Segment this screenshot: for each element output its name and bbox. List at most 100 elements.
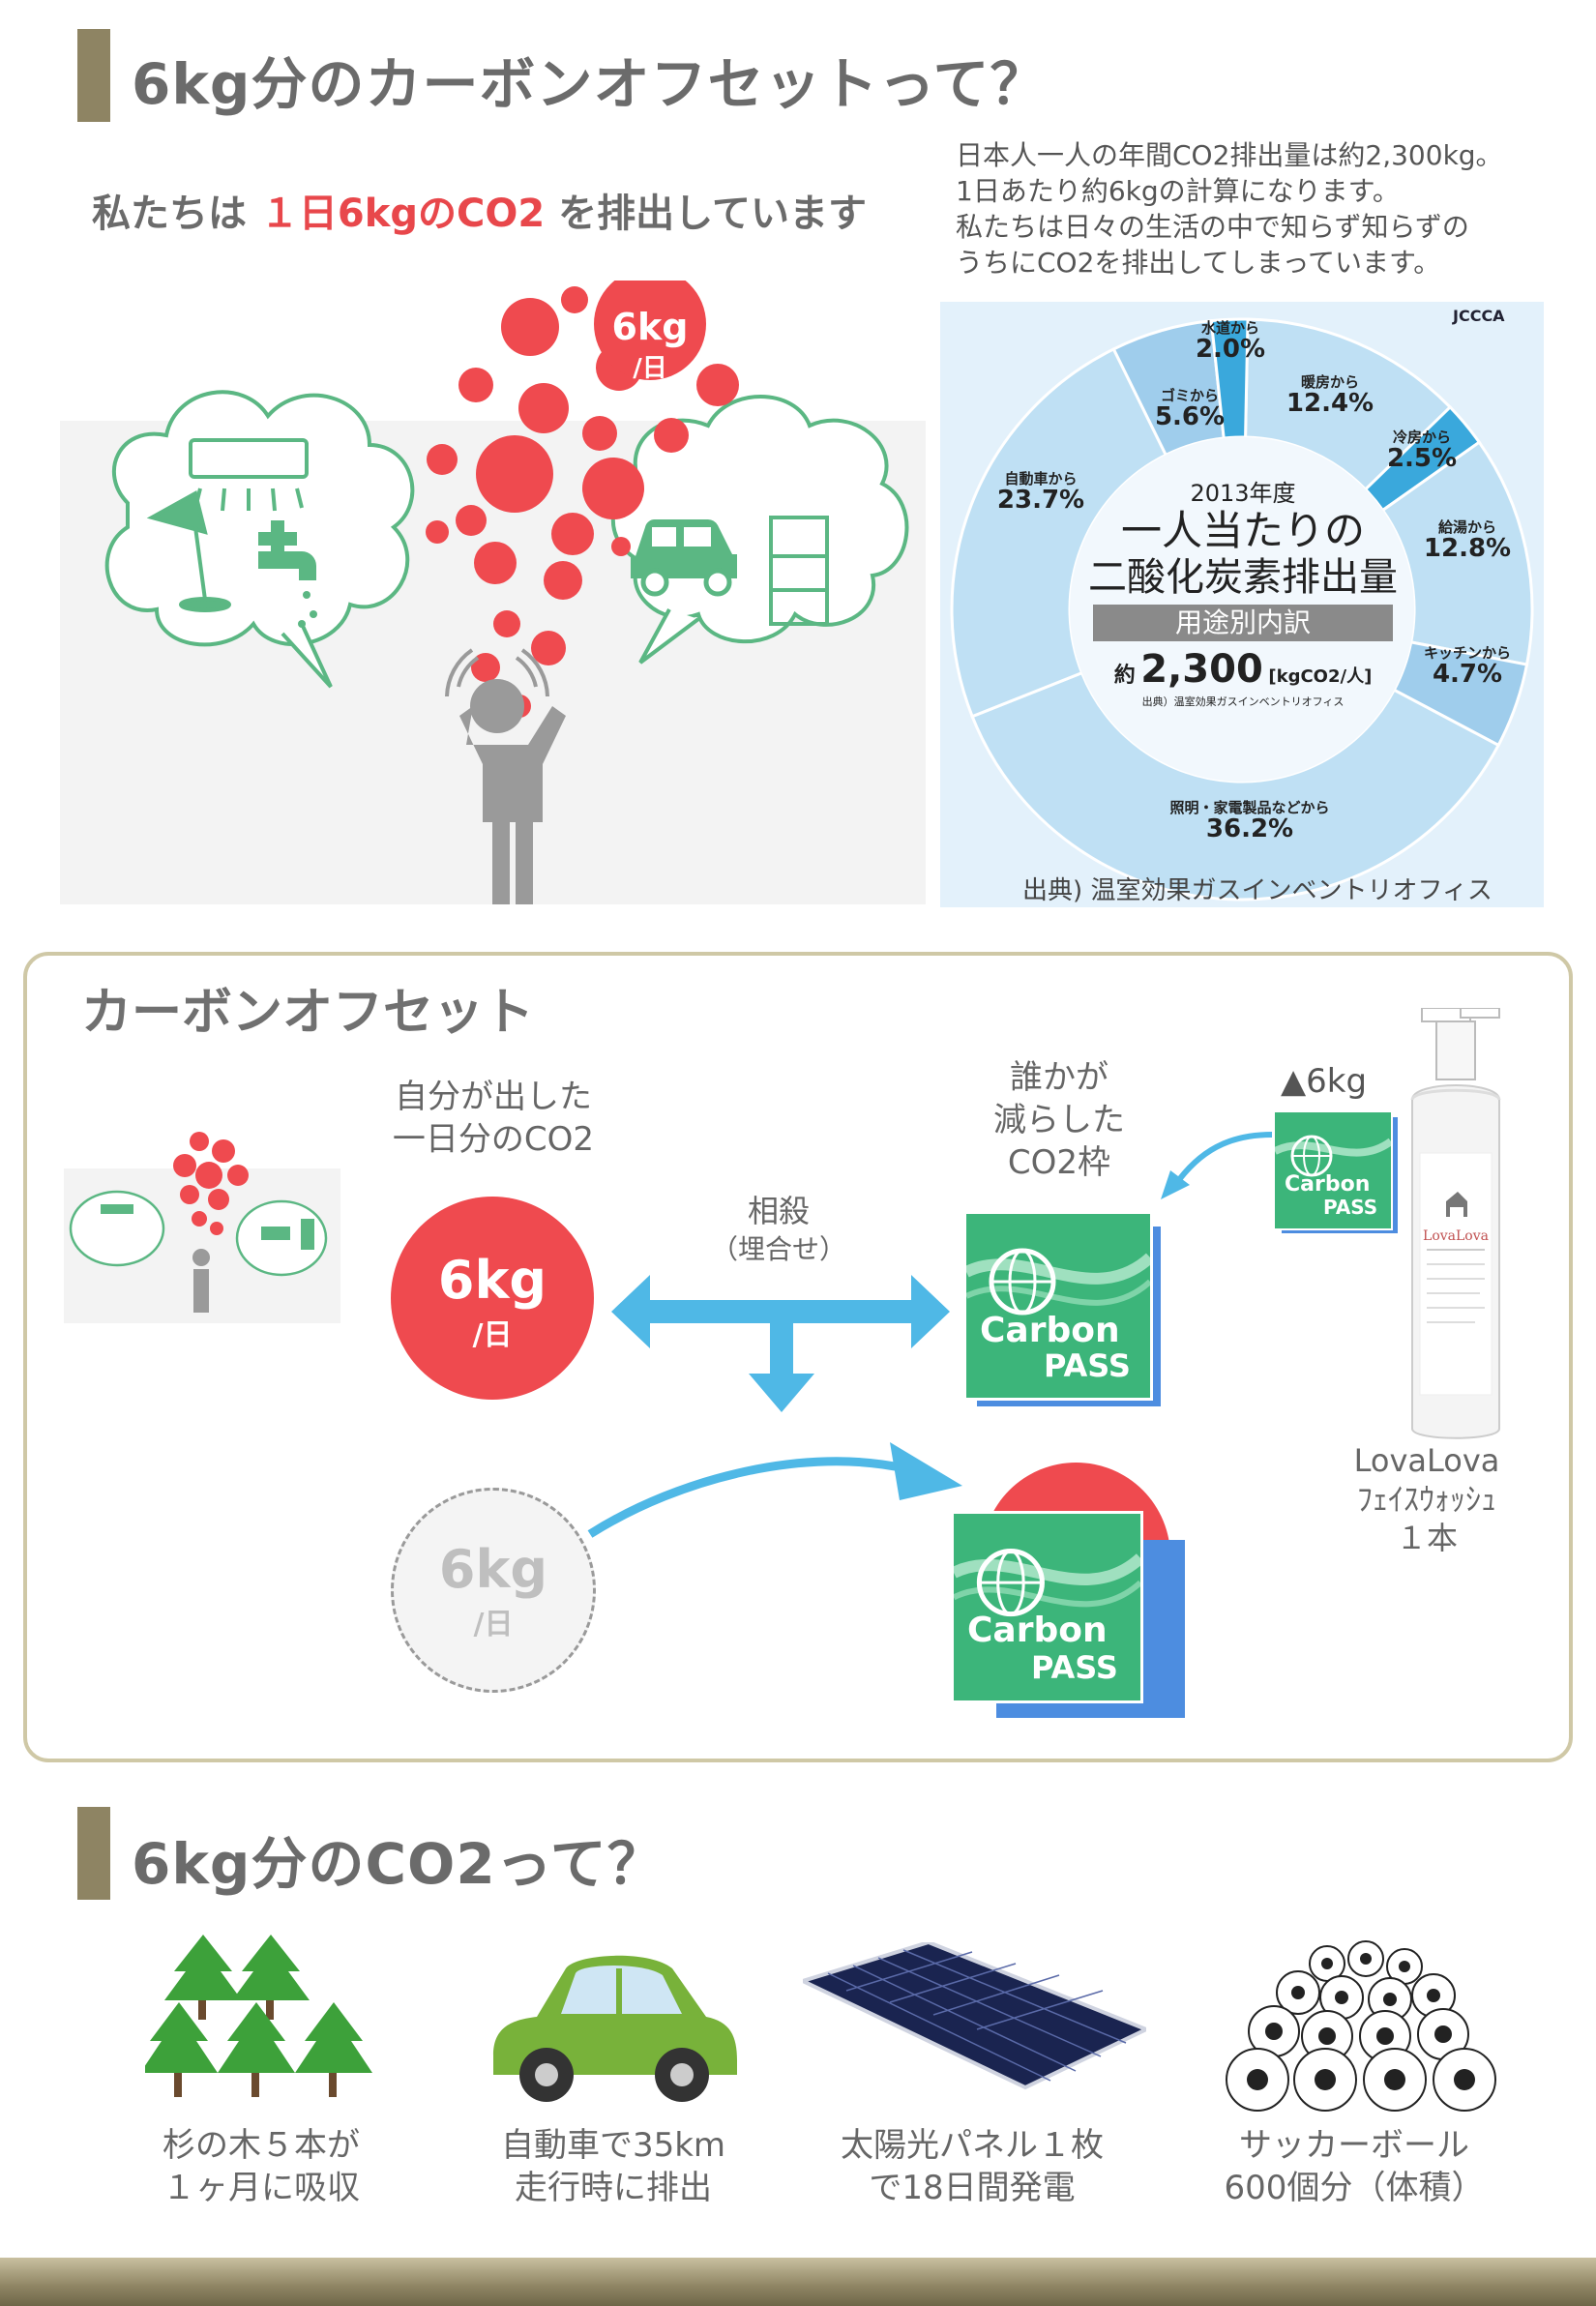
bubble-unit: /日 [633, 354, 667, 383]
other-caption-line: 減らした [993, 1101, 1125, 1139]
pie-label-value: 36.2% [1205, 813, 1294, 843]
refrigerator-icon [769, 516, 829, 626]
pie-total: 約 2,300 [kgCO2/人] [1064, 647, 1422, 692]
intro-line: 私たちは日々の生活の中で知らず知らずの [956, 211, 1469, 243]
cp-large-line2: PASS [1044, 1347, 1131, 1384]
pie-label-value: 2.0% [1195, 334, 1266, 364]
pie-label-name: 給湯から [1437, 518, 1496, 536]
section1-subhead: 私たちは １日6kgのCO2 を排出しています [92, 182, 867, 238]
intro-line: うちにCO2を排出してしまっています。 [956, 247, 1441, 279]
pie-label-kitchen: キッチンから 4.7% [1404, 645, 1530, 689]
thought-cloud-left [104, 390, 415, 689]
pie-label-water: 水道から 2.0% [1182, 319, 1279, 364]
item-caption-line: 自動車で35km [500, 2126, 726, 2165]
intro-line: 日本人一人の年間CO2排出量は約2,300kg。 [956, 139, 1503, 171]
pie-label-lighting: 照明・家電製品などから 36.2% [1143, 800, 1356, 843]
pie-center: 2013年度 一人当たりの 二酸化炭素排出量 用途別内訳 約 2,300 [kg… [1064, 474, 1422, 709]
pie-label-cooling: 冷房から 2.5% [1374, 429, 1470, 473]
offset-arrow [611, 1275, 950, 1412]
pie-band: 用途別内訳 [1093, 605, 1393, 641]
pie-label-value: 5.6% [1154, 401, 1226, 431]
person-icon [459, 679, 566, 904]
intro-line: 1日あたり約6kgの計算になります。 [956, 175, 1400, 207]
item-caption-line: １ヶ月に吸収 [163, 2169, 360, 2207]
pie-logo: JCCCA [1453, 307, 1505, 325]
subhead-post: を排出しています [558, 192, 867, 236]
bottle-label: LovaLova [1423, 1228, 1489, 1244]
own-caption-line: 自分が出した [395, 1078, 592, 1116]
pie-year: 2013年度 [1190, 480, 1296, 507]
footer-band [0, 2258, 1596, 2306]
item-caption-line: 杉の木５本が [163, 2126, 360, 2165]
pie-title-line1: 一人当たりの [1120, 507, 1365, 554]
subhead-highlight: １日6kgのCO2 [259, 192, 546, 236]
arrow-caption-line: （埋合せ） [710, 1233, 846, 1265]
lovalova-bottle [1410, 1008, 1501, 1439]
offset-result-circle: 6kg /日 [391, 1488, 596, 1693]
pie-inner-source: 出典）温室効果ガスインベントリオフィス [1141, 695, 1345, 708]
product-type: ﾌｪｲｽｳｫｯｼｭ [1356, 1481, 1496, 1518]
product-count: １本 [1395, 1520, 1458, 1556]
globe-icon [951, 1549, 1145, 1617]
curved-arrow-large [587, 1442, 962, 1538]
arrow-caption-line: 相殺 [747, 1193, 810, 1229]
arrow-caption: 相殺 （埋合せ） [677, 1192, 880, 1269]
item-caption-line: 600個分（体積） [1224, 2169, 1485, 2207]
scene-svg [104, 281, 909, 904]
cp-result-line1: Carbon [967, 1611, 1108, 1650]
thought-cloud-right [610, 395, 909, 665]
pie-title-line2: 二酸化炭素排出量 [1088, 555, 1398, 600]
own-co2-circle: 6kg /日 [391, 1197, 594, 1400]
pie-label-value: 4.7% [1432, 659, 1503, 689]
faucet-icon [258, 520, 317, 628]
cedar-trees-icon [145, 1935, 372, 2097]
pie-label-value: 12.8% [1423, 533, 1512, 563]
item-caption-line: サッカーボール [1239, 2126, 1469, 2165]
section2-title: 6kg分のCO2って？ [132, 1831, 665, 1897]
own-circle-value: 6kg [437, 1250, 547, 1311]
own-caption-line: 一日分のCO2 [392, 1120, 595, 1159]
cp-result-line2: PASS [1031, 1649, 1118, 1686]
item-caption-car: 自動車で35km 走行時に排出 [458, 2124, 768, 2209]
carbon-pass-result: Carbon PASS [951, 1511, 1145, 1703]
pie-label-name: ゴミから [1160, 387, 1219, 404]
pie-label-name: 水道から [1200, 319, 1259, 337]
product-name: LovaLova [1353, 1442, 1500, 1479]
section-bar [77, 1807, 110, 1900]
other-caption-line: 誰かが [1010, 1058, 1108, 1097]
result-circle-value: 6kg [438, 1539, 548, 1600]
other-co2-caption: 誰かが 減らした CO2枠 [967, 1056, 1151, 1184]
other-caption-line: CO2枠 [1007, 1143, 1111, 1182]
result-circle-unit: /日 [473, 1608, 514, 1641]
mini-scene-svg [69, 1132, 328, 1313]
soccer-balls-icon [1226, 1940, 1496, 2112]
cp-small-line1: Carbon [1285, 1172, 1371, 1197]
double-arrow-icon [611, 1275, 950, 1348]
bubble-6kg-label: 6kg /日 [594, 290, 706, 402]
section-bar [77, 29, 110, 122]
item-caption-line: 太陽光パネル１枚 [841, 2126, 1104, 2165]
product-caption: LovaLova ﾌｪｲｽｳｫｯｼｭ １本 [1325, 1441, 1528, 1557]
bubble-value: 6kg [611, 306, 689, 348]
co2-bubbles [426, 281, 739, 718]
item-caption-soccer: サッカーボール 600個分（体積） [1199, 2124, 1509, 2209]
pie-label-name: 自動車から [1004, 470, 1078, 488]
carbon-offset-title: カーボンオフセット [81, 984, 535, 1042]
pie-label-value: 2.5% [1386, 443, 1458, 473]
cp-large-line1: Carbon [980, 1311, 1120, 1350]
pie-source: 出典) 温室効果ガスインベントリオフィス [1022, 876, 1493, 905]
pie-total-prefix: 約 [1113, 664, 1136, 688]
small-6kg-label: ▲6kg [1281, 1062, 1368, 1101]
globe-icon [1273, 1135, 1394, 1177]
intro-text: 日本人一人の年間CO2排出量は約2,300kg。 1日あたり約6kgの計算になり… [956, 137, 1575, 281]
item-caption-cedar: 杉の木５本が １ヶ月に吸収 [106, 2124, 416, 2209]
pie-total-value: 2,300 [1140, 647, 1263, 692]
shake-lines [445, 648, 549, 697]
cp-small-line2: PASS [1323, 1196, 1378, 1219]
item-caption-solar: 太陽光パネル１枚 で18日間発電 [817, 2124, 1127, 2209]
pie-label-heating: 暖房から 12.4% [1277, 374, 1383, 417]
pie-total-unit: [kgCO2/人] [1268, 666, 1373, 687]
car-icon [631, 518, 737, 597]
item-caption-line: 走行時に排出 [515, 2169, 712, 2207]
globe-icon [963, 1248, 1155, 1316]
